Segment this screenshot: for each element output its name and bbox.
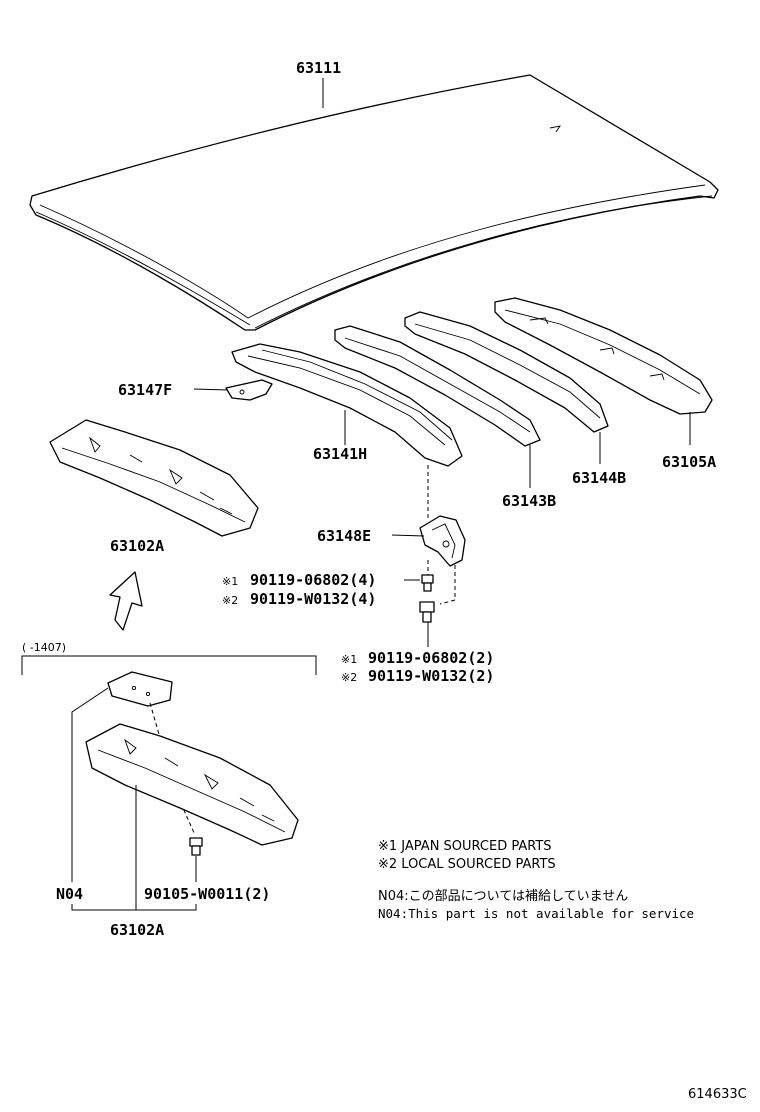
front-header-63102a-top[interactable]: [49, 419, 259, 537]
rear-header-63105a[interactable]: [494, 297, 713, 415]
up-arrow-icon: [109, 571, 143, 631]
label-63148e: 63148E: [317, 527, 371, 545]
bolt4-number: 90119-W0132(2): [368, 667, 494, 685]
reinforcement-63148e[interactable]: [419, 515, 466, 567]
label-63111: 63111: [296, 59, 341, 77]
note-n04-en: N04:This part is not available for servi…: [378, 906, 694, 921]
range-label: ( -1407): [22, 641, 66, 654]
note-n04-jp: N04:この部品については補給していません: [378, 889, 628, 904]
plate-n04[interactable]: [107, 671, 173, 707]
label-63102a-top: 63102A: [110, 537, 164, 555]
front-header-63102a-bottom[interactable]: [85, 723, 299, 846]
roof-bow-63143b[interactable]: [334, 325, 541, 447]
screw-icon-90105[interactable]: [189, 837, 203, 856]
label-63144b: 63144B: [572, 469, 626, 487]
bolt-icon-upper[interactable]: [421, 574, 434, 592]
bolt2-number: 90119-W0132(4): [250, 590, 376, 608]
note-japan: ※1 JAPAN SOURCED PARTS: [378, 839, 552, 854]
bolt3-mark: ※1: [341, 653, 357, 666]
note-local: ※2 LOCAL SOURCED PARTS: [378, 857, 556, 872]
bracket-63147f[interactable]: [225, 379, 273, 401]
figure-code: 614633C: [688, 1087, 747, 1102]
bolt1-mark: ※1: [222, 575, 238, 588]
label-63143b: 63143B: [502, 492, 556, 510]
bolt3-number: 90119-06802(2): [368, 649, 494, 667]
bolt1-number: 90119-06802(4): [250, 571, 376, 589]
bolt-icon-lower[interactable]: [419, 601, 435, 623]
label-90105: 90105-W0011(2): [144, 885, 270, 903]
roof-bow-63141h[interactable]: [231, 343, 463, 467]
label-n04: N04: [56, 885, 83, 903]
roof-panel-63111[interactable]: [29, 74, 719, 331]
roof-bow-63144b[interactable]: [404, 311, 609, 433]
bolt2-mark: ※2: [222, 594, 238, 607]
label-63105a: 63105A: [662, 453, 716, 471]
label-63102a-bottom: 63102A: [110, 921, 164, 939]
label-63147f: 63147F: [118, 381, 172, 399]
bolt4-mark: ※2: [341, 671, 357, 684]
label-63141h: 63141H: [313, 445, 367, 463]
